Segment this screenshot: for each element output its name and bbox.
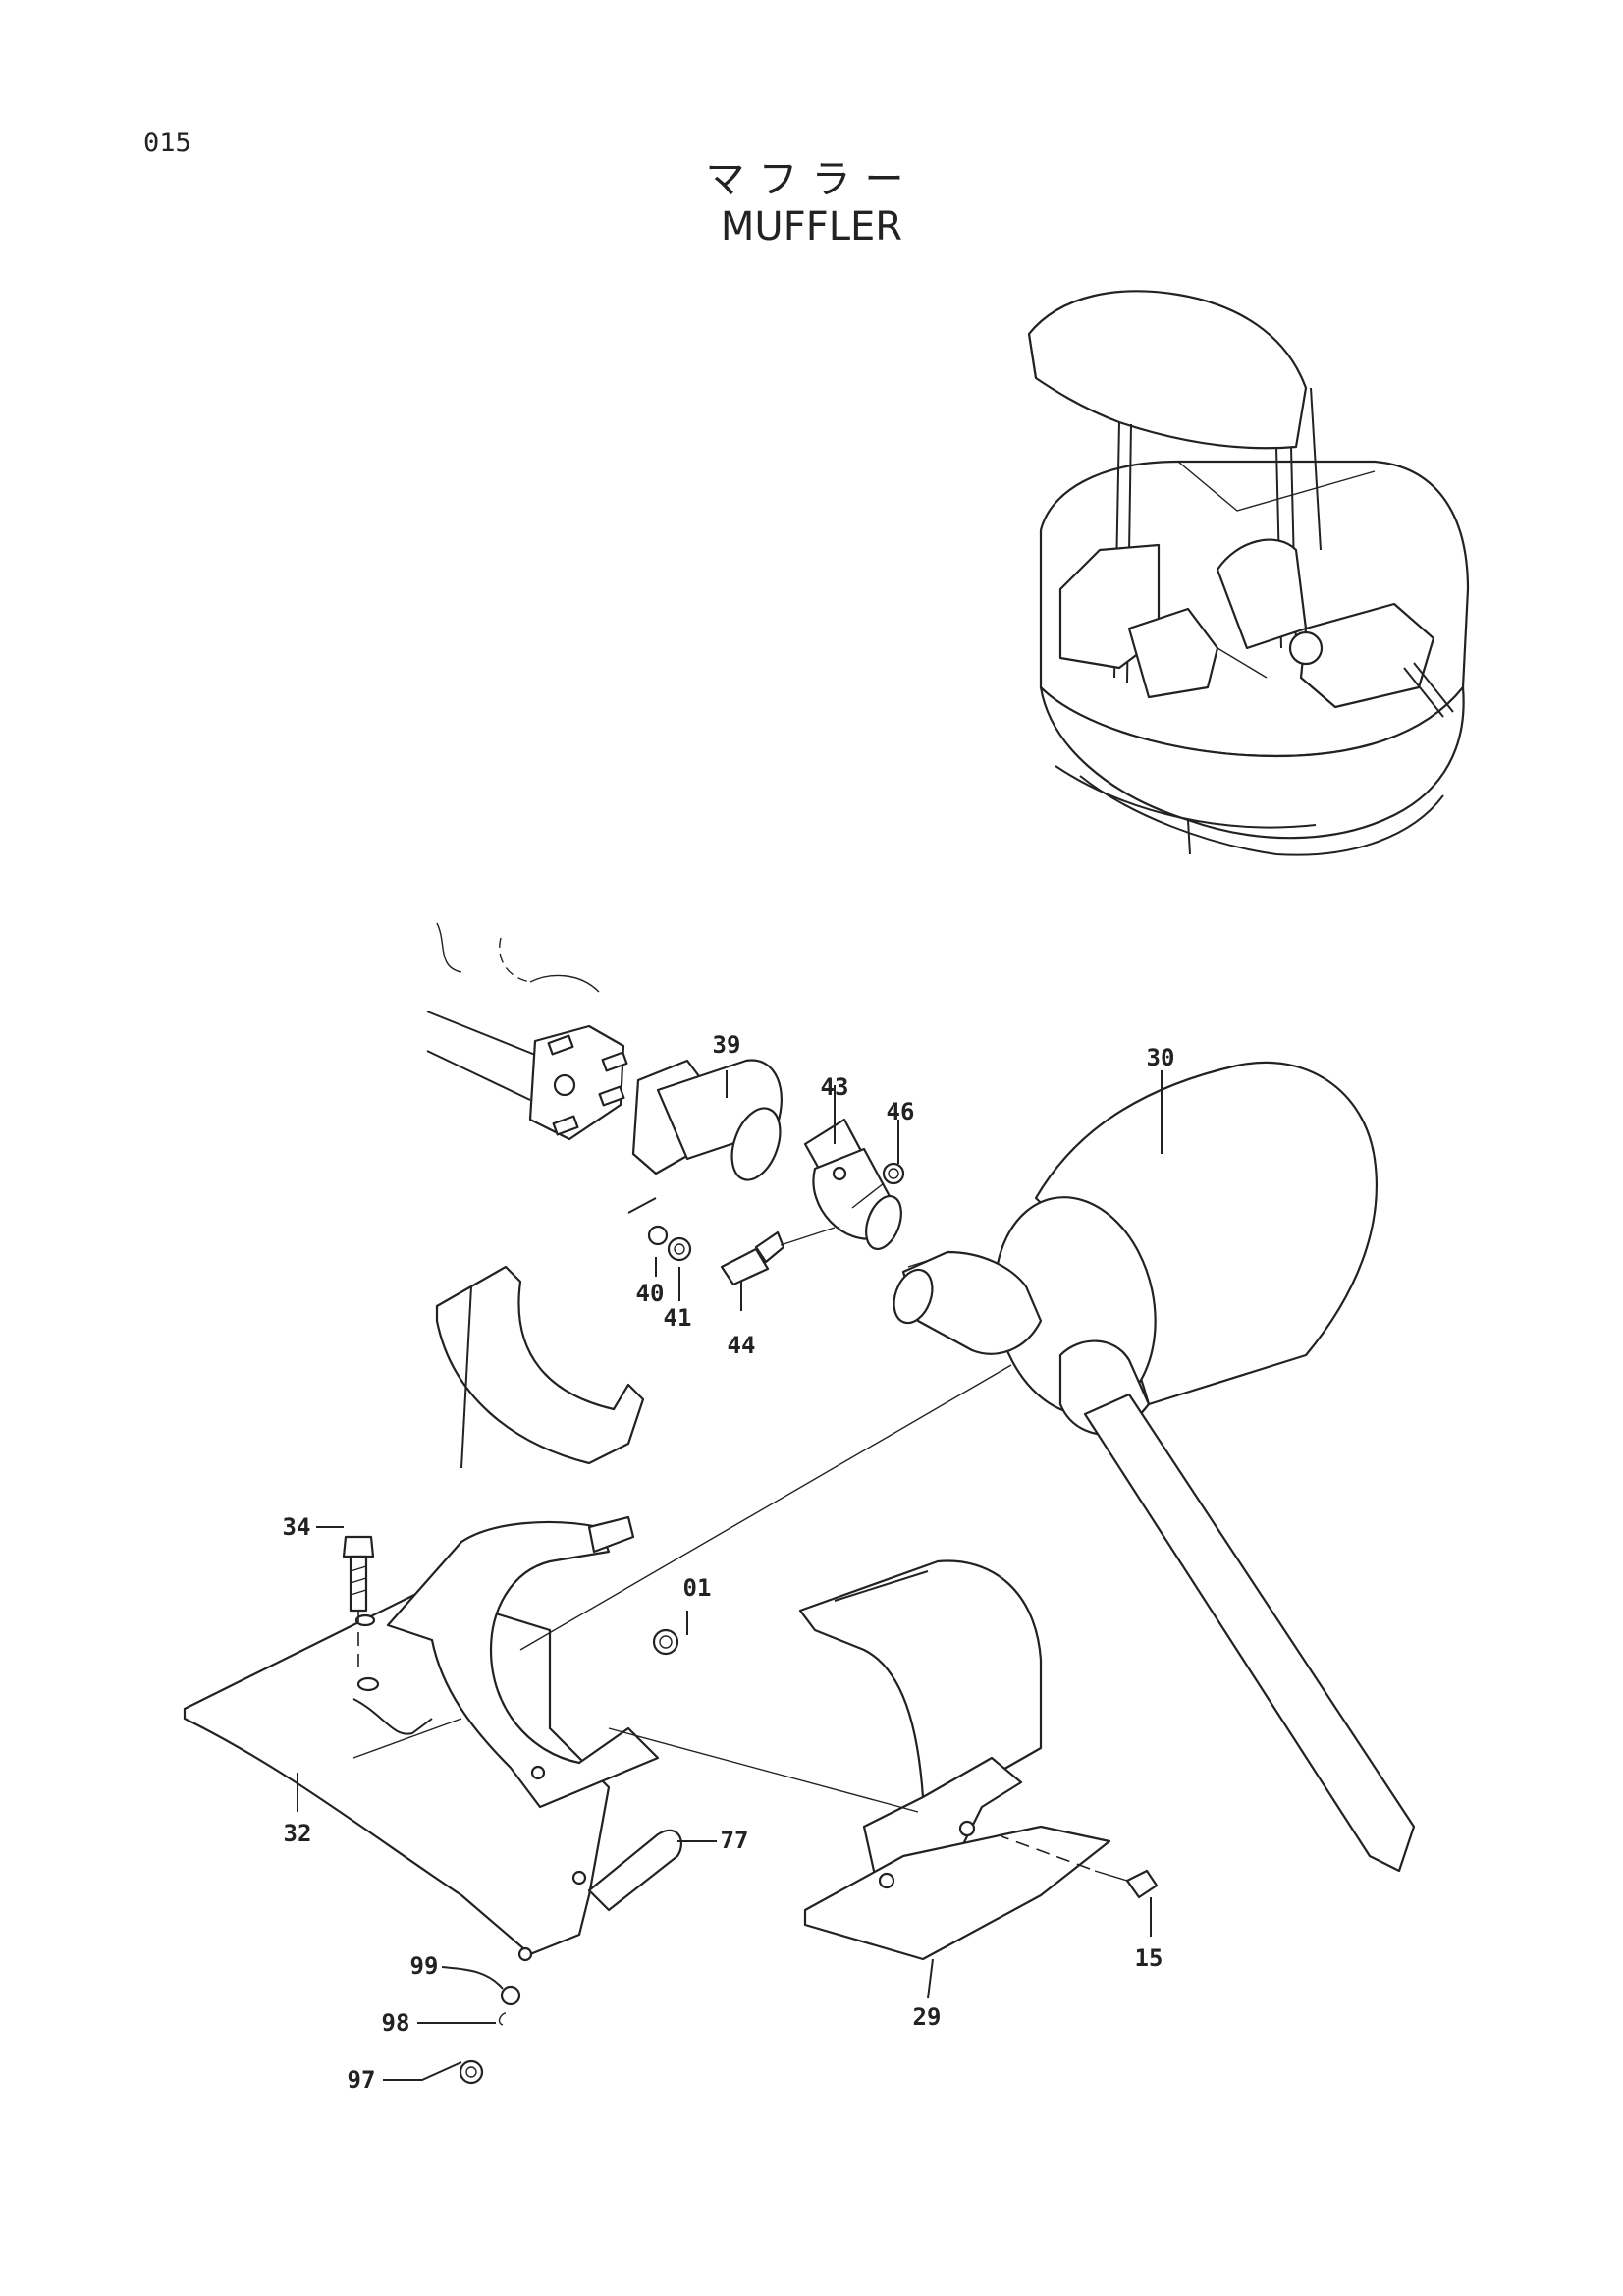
part-40-41-washers [647, 1225, 692, 1262]
part-39-exhaust-pipe [627, 1059, 783, 1214]
part-30-muffler [893, 1061, 1416, 1873]
part-43-clamp [803, 1118, 902, 1250]
part-99-98-97-fasteners [383, 1966, 521, 2085]
part-29-support-bracket [798, 1559, 1111, 1999]
callout-01: 01 [683, 1574, 712, 1602]
callout-46: 46 [887, 1098, 915, 1125]
part-01-nut [652, 1611, 688, 1656]
part-44-bolt [720, 1227, 836, 1286]
leader-lines [297, 1070, 1163, 1813]
callout-32: 32 [284, 1820, 312, 1847]
callout-97: 97 [348, 2066, 376, 2094]
callout-77: 77 [721, 1827, 749, 1854]
part-34-bolt [316, 1526, 375, 1674]
part-15-bolt [1001, 1835, 1159, 1937]
callout-labels: 39 43 46 30 40 41 44 34 01 32 77 99 98 9… [283, 1031, 1175, 2094]
title-japanese: マフラー [705, 157, 918, 202]
callout-39: 39 [713, 1031, 741, 1059]
part-32-muffler-bracket [183, 1265, 660, 1962]
callout-34: 34 [283, 1513, 311, 1541]
title-english: MUFFLER [720, 204, 903, 249]
callout-98: 98 [382, 2009, 410, 2037]
callout-29: 29 [913, 2003, 942, 2031]
page-number: 015 [143, 128, 191, 158]
engine-manifold-illustration [426, 922, 628, 1141]
callout-30: 30 [1147, 1044, 1175, 1071]
callout-15: 15 [1135, 1944, 1163, 1972]
callout-40: 40 [636, 1280, 665, 1307]
part-46-nut [851, 1162, 905, 1209]
machine-overview-illustration [1027, 290, 1470, 856]
callout-43: 43 [821, 1073, 849, 1101]
part-77-u-bolt [587, 1829, 717, 1912]
callout-99: 99 [410, 1952, 439, 1980]
callout-41: 41 [664, 1304, 692, 1332]
callout-44: 44 [728, 1332, 756, 1359]
